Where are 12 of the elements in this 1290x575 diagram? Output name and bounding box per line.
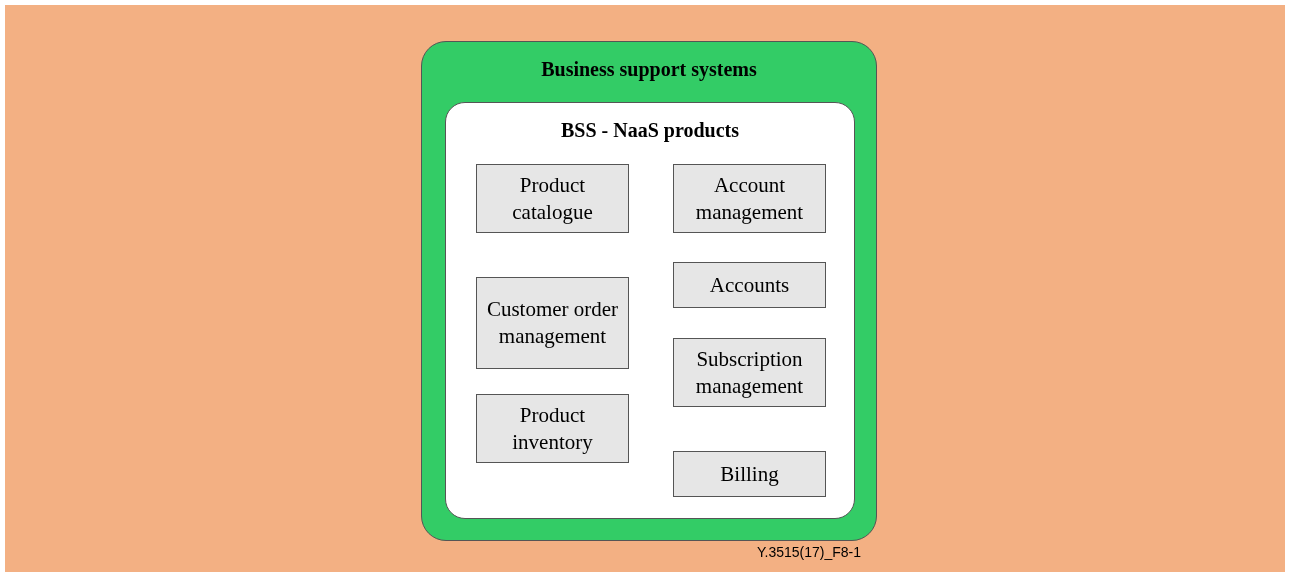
- inner-panel: [445, 102, 855, 519]
- process-box: Billing: [673, 451, 826, 497]
- figure-number: Y.3515(17)_F8-1: [757, 544, 862, 560]
- process-box: Subscription management: [673, 338, 826, 407]
- process-box: Account management: [673, 164, 826, 233]
- group-panel: [421, 41, 877, 541]
- process-box: Customer order management: [476, 277, 629, 369]
- process-box: Product inventory: [476, 394, 629, 463]
- group-title: Business support systems: [541, 58, 757, 80]
- group-title: BSS - NaaS products: [561, 119, 739, 141]
- process-box: Accounts: [673, 262, 826, 308]
- process-box: Product catalogue: [476, 164, 629, 233]
